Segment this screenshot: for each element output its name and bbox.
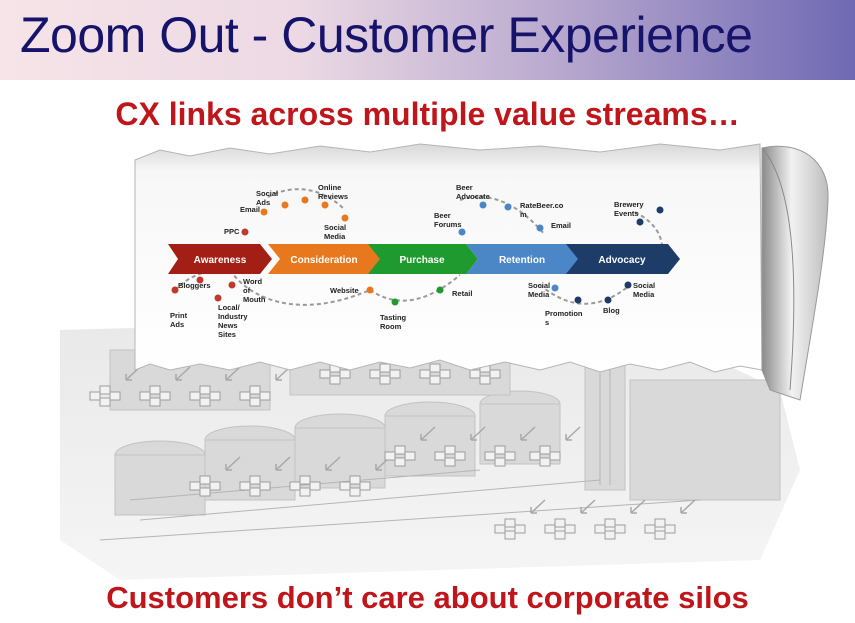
silo-icon (529, 426, 581, 467)
title-bar: Zoom Out - Customer Experience (0, 0, 855, 80)
silo-icon (339, 456, 391, 497)
subtitle-top: CX links across multiple value streams… (115, 96, 740, 132)
label-ppc: PPC (224, 227, 240, 236)
stage-label-awareness: Awareness (194, 255, 247, 266)
silo-icon (139, 366, 191, 407)
label-bloggers: Bloggers (178, 281, 211, 290)
label-blog: Blog (603, 306, 620, 315)
label-email-awareness: Email (240, 205, 260, 214)
stage-fill (566, 244, 680, 274)
silo-icon (384, 426, 436, 467)
torn-paper-scene: Awareness Consideration Purchase Retenti… (60, 143, 829, 580)
silo-icon (289, 456, 341, 497)
stage-fill (466, 244, 580, 274)
silo-icon (239, 366, 291, 407)
customer-journey-diagram: Awareness Consideration Purchase Retenti… (168, 183, 680, 339)
touchpoint-dots (171, 196, 664, 306)
silo-icon (434, 426, 486, 467)
label-retail: Retail (452, 289, 472, 298)
stage-fill (168, 244, 272, 274)
silo-icon (494, 499, 546, 540)
silo-icon (239, 456, 291, 497)
silo-icon (644, 499, 696, 540)
stage-fill (268, 244, 382, 274)
page-title: Zoom Out - Customer Experience (20, 7, 753, 63)
silo-icon (594, 499, 646, 540)
chevron-advocacy: Advocacy (566, 244, 680, 274)
stage-fill (368, 244, 478, 274)
silo-icon (89, 366, 141, 407)
chevron-purchase: Purchase (368, 244, 478, 274)
silo-icon (189, 366, 241, 407)
stage-label-consideration: Consideration (290, 255, 357, 266)
chevron-retention: Retention (466, 244, 580, 274)
label-website: Website (330, 286, 359, 295)
silo-icon (484, 426, 536, 467)
stage-label-advocacy: Advocacy (598, 255, 646, 266)
chevron-awareness: Awareness (168, 244, 272, 274)
chevron-consideration: Consideration (268, 244, 382, 274)
subtitle-bottom: Customers don’t care about corporate sil… (106, 580, 749, 615)
stage-label-purchase: Purchase (399, 255, 444, 266)
label-email-retention: Email (551, 221, 571, 230)
stage-label-retention: Retention (499, 255, 545, 266)
silo-icon (189, 456, 241, 497)
silo-icon (544, 499, 596, 540)
